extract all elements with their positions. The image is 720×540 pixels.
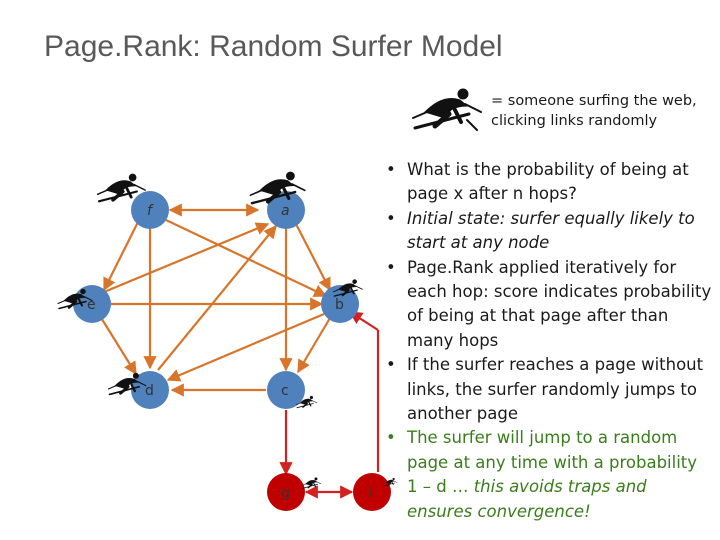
node-a: a bbox=[267, 191, 305, 229]
bullet-3: Page.Rank applied iteratively for each h… bbox=[382, 256, 712, 354]
edge-e-d bbox=[99, 315, 137, 376]
edge-f-e bbox=[103, 221, 139, 292]
bullet-list: What is the probability of being at page… bbox=[382, 158, 712, 524]
edge-b-c bbox=[297, 317, 331, 374]
bullet-5: The surfer will jump to a random page at… bbox=[382, 426, 712, 524]
bullet-1: What is the probability of being at page… bbox=[382, 158, 712, 207]
edge-b-d bbox=[166, 312, 325, 382]
svg-text:g: g bbox=[281, 485, 290, 501]
svg-text:f: f bbox=[147, 203, 154, 219]
pagerank-graph: f a e b d c g i bbox=[56, 170, 398, 511]
skier-icon bbox=[412, 88, 482, 131]
bullet-4: If the surfer reaches a page without lin… bbox=[382, 353, 712, 426]
svg-text:d: d bbox=[145, 383, 154, 399]
node-b: b bbox=[321, 285, 359, 323]
legend-text: = someone surfing the web, clicking link… bbox=[491, 91, 697, 131]
bullet-2: Initial state: surfer equally likely to … bbox=[382, 207, 712, 256]
svg-text:e: e bbox=[87, 297, 96, 313]
edge-d-a bbox=[157, 224, 277, 371]
edge-f-b bbox=[165, 219, 328, 297]
node-e: e bbox=[73, 285, 111, 323]
legend-line-2: clicking links randomly bbox=[491, 113, 658, 129]
legend-line-1: = someone surfing the web, bbox=[491, 93, 697, 109]
edge-a-b bbox=[295, 223, 331, 292]
svg-text:i: i bbox=[369, 485, 373, 501]
svg-text:c: c bbox=[281, 383, 289, 399]
svg-text:a: a bbox=[281, 203, 290, 219]
edge-e-a bbox=[103, 222, 270, 294]
node-f: f bbox=[131, 191, 169, 229]
svg-text:b: b bbox=[335, 297, 344, 313]
page-title: Page.Rank: Random Surfer Model bbox=[44, 30, 503, 63]
node-g: g bbox=[267, 473, 305, 511]
node-d: d bbox=[131, 371, 169, 409]
skier-icon bbox=[301, 476, 322, 489]
node-c: c bbox=[267, 371, 305, 409]
